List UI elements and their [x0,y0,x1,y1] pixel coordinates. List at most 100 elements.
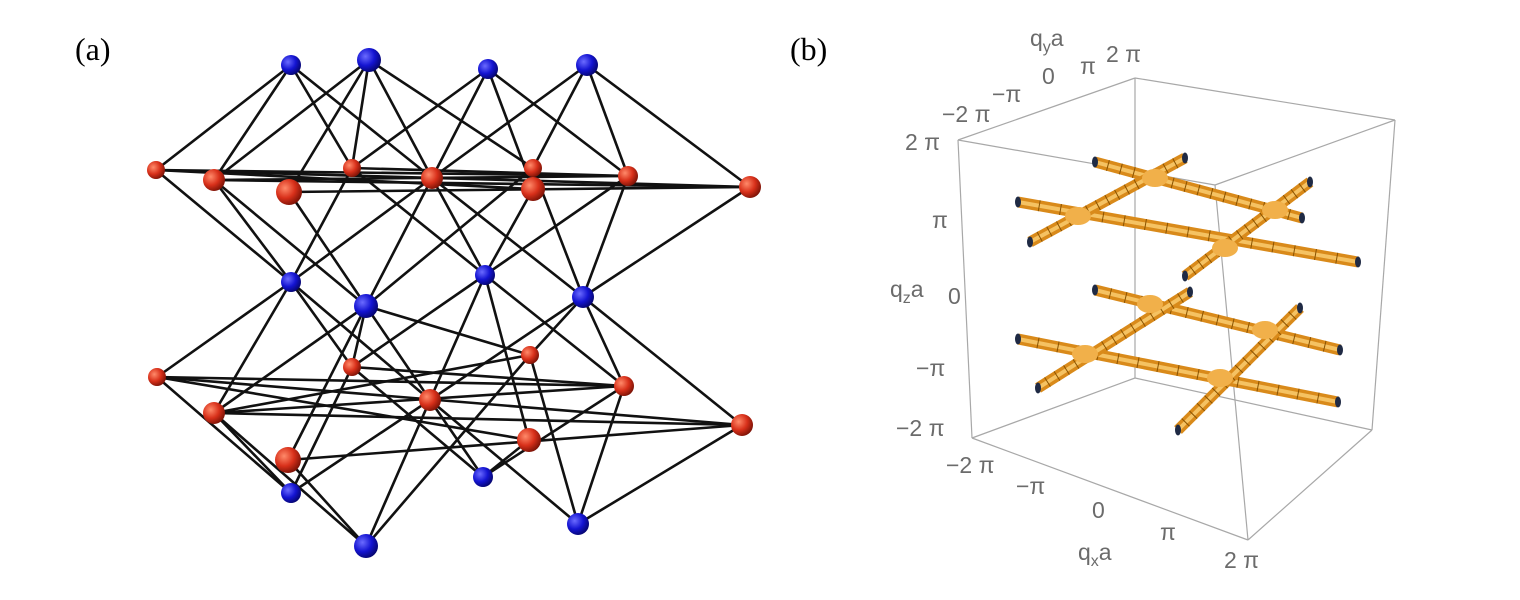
tube-ring [1053,371,1061,381]
qx-axis: −2 π −π 0 π 2 π qxa [946,452,1259,573]
bond-line [290,281,431,401]
bond-line [351,166,629,178]
bond-line [155,63,292,172]
bond-line [287,191,368,307]
red-site [618,166,638,186]
tube-end-cap [1035,382,1041,394]
qz-tick-2: π [932,207,948,233]
red-site [343,159,361,177]
bond-line [289,167,354,283]
tube-ring [1167,299,1175,309]
tube-ring [1181,418,1190,427]
bond-line [364,305,432,401]
panel-a-label: (a) [75,31,111,67]
tube-ring [1196,259,1205,269]
tube-junction [1142,169,1168,187]
tube-ring [1288,311,1297,320]
lattice-sites [147,48,761,558]
bond-line [351,366,484,478]
tube-ring [1046,226,1053,237]
tube-ring [1037,200,1041,212]
blue-site [281,55,301,75]
bond-line [430,177,487,276]
red-site [521,177,545,201]
tube-ring [1259,212,1267,222]
red-site [203,169,225,191]
tube-ring [1165,222,1169,234]
qz-tick-3: 0 [948,283,961,309]
tube-ring [1314,248,1317,261]
tube-ring [1072,359,1080,369]
tube-ring [1287,209,1291,220]
blue-site [475,265,495,285]
tube-ring [1144,218,1147,231]
blue-site [354,534,378,558]
tube-ring [1335,252,1339,264]
tube-ring [1250,349,1259,358]
blue-site [281,272,301,292]
bond-line [213,411,743,427]
tube-ring [1104,194,1111,206]
bond-line [290,176,433,284]
tube-ring [1204,253,1213,264]
tube-ring [1296,388,1300,400]
bond-line [213,412,292,494]
tube-ring [1215,314,1220,326]
tube-end-cap [1355,256,1361,268]
bond-line [582,295,743,427]
bond-line [213,384,625,415]
bond-line [429,295,584,402]
tube-ring [1156,361,1160,373]
bond-line [428,274,487,401]
tube-end-cap [1182,152,1188,164]
tube-end-cap [1175,424,1181,436]
tube-ring [1235,230,1244,240]
tube-end-cap [1092,284,1098,296]
tube-ring [1298,183,1306,193]
qz-tick-4: −π [916,355,945,381]
bond-line [351,67,489,170]
tube-ring [1110,335,1118,345]
red-site [614,376,634,396]
red-site [421,167,443,189]
lattice-diagram [147,48,761,558]
bond-line [287,423,743,462]
tube-ring [1196,368,1200,380]
tube-ring [1094,200,1101,211]
bond-line [577,423,743,526]
bond-line [350,59,371,169]
tube-ring [1118,163,1123,175]
bond-line [581,175,630,298]
tube-end-cap [1015,196,1021,208]
blue-site [572,286,594,308]
bond-line [290,63,433,180]
tube-ring [1280,319,1289,328]
tube-junction [1207,369,1233,387]
surface-tubes [1015,152,1361,436]
bond-line [155,168,292,284]
red-site [148,368,166,386]
red-site [203,402,225,424]
bond-line [286,305,368,461]
tube-ring [1186,226,1190,238]
tube-ring [1101,211,1105,223]
tube-ring [1176,365,1180,376]
bond-line [586,63,751,189]
tube-ring [1189,265,1197,275]
bond-line [289,64,354,169]
tube-ring [1172,158,1179,169]
tube-end-cap [1335,396,1341,408]
tube-ring [1231,318,1235,330]
tube-ring [1063,365,1070,375]
blue-site [354,294,378,318]
tube-end-cap [1092,156,1098,168]
tube-ring [1248,198,1253,210]
tube-ring [1183,181,1188,192]
bond-line [585,64,630,177]
qy-tick-3: 0 [1042,63,1055,89]
tube-ring [1290,189,1299,199]
bond-line [213,304,367,415]
bond-line [431,176,584,299]
bond-line [213,178,367,308]
bond-line [289,366,354,494]
